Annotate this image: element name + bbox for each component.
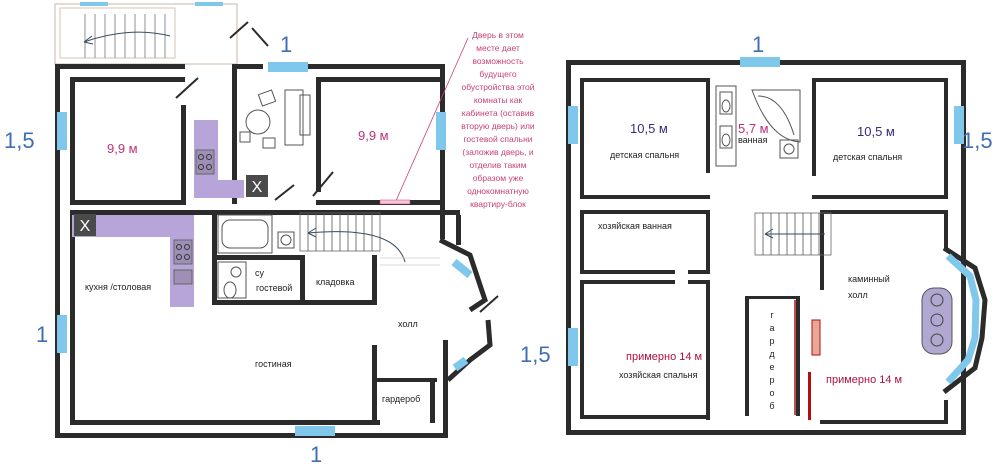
- room-area-label: 5,7 м: [738, 121, 769, 136]
- pantry-label: кладовка: [316, 277, 354, 287]
- room-area-label: 9,9 м: [107, 141, 138, 156]
- svg-text:а: а: [769, 323, 774, 333]
- svg-text:гостевой спальни: гостевой спальни: [463, 134, 532, 144]
- window: [80, 2, 108, 6]
- fireplace-bay: [921, 245, 988, 394]
- svg-text:обустройства этой: обустройства этой: [462, 82, 535, 92]
- bath-fixtures-2: [715, 85, 801, 167]
- kitchen-counter: X X: [72, 120, 268, 307]
- window: [568, 106, 578, 144]
- svg-text:месте дает: месте дает: [476, 43, 520, 53]
- dimension-label: 1,5: [520, 342, 551, 367]
- svg-text:кабинета (оставив: кабинета (оставив: [462, 108, 535, 118]
- window: [568, 328, 578, 366]
- bath-label: су: [255, 268, 265, 278]
- svg-text:(заложив дверь, и: (заложив дверь, и: [462, 147, 533, 157]
- fireplace-sofa: [921, 287, 953, 355]
- dimension-label: 1: [280, 32, 292, 57]
- svg-text:вторую дверь) или: вторую дверь) или: [461, 121, 535, 131]
- dimension-label: 1: [36, 322, 48, 347]
- svg-text:б: б: [769, 401, 774, 411]
- balcony-stairs: [84, 14, 166, 58]
- room-area-label: примерно 14 м: [826, 374, 902, 386]
- svg-text:Дверь в этом: Дверь в этом: [472, 30, 524, 40]
- balcony-area: [54, 2, 238, 65]
- window: [954, 106, 964, 144]
- living-room-label: гостиная: [255, 359, 292, 369]
- dimension-label: 1,5: [962, 128, 993, 153]
- svg-text:образом уже: образом уже: [473, 173, 524, 183]
- room-label: холл: [848, 290, 868, 300]
- bay-window-upper: [438, 237, 488, 313]
- room-label: детская спальня: [610, 150, 679, 160]
- room-label: хозяйская ванная: [598, 221, 672, 231]
- svg-text:е: е: [769, 362, 774, 372]
- wardrobe-label: гардероб: [382, 394, 420, 404]
- bath-fixtures: [217, 214, 295, 299]
- stair-arrow: [83, 31, 171, 43]
- svg-text:возможность: возможность: [472, 56, 524, 66]
- room-label: ванная: [738, 135, 768, 145]
- window: [295, 426, 335, 436]
- floor2-plan: 10,5 м детская спальня 5,7 м ванная 10,5…: [566, 57, 988, 435]
- wardrobe-vertical-label: г а р д е р о б: [769, 310, 775, 411]
- svg-text:отделив таким: отделив таким: [470, 160, 527, 170]
- floor2-walls: [566, 60, 966, 435]
- stair-arrow: [307, 231, 406, 263]
- dimension-label: 1,5: [4, 128, 35, 153]
- column-box: [74, 214, 96, 236]
- dining-table: [239, 89, 311, 149]
- svg-text:о: о: [769, 388, 774, 398]
- kitchen-label: кухня /столовая: [85, 282, 151, 292]
- room-area-label: 10,5 м: [630, 121, 668, 136]
- svg-text:р: р: [769, 336, 774, 346]
- design-note: Дверь в этом месте дает возможность буду…: [461, 30, 535, 209]
- floor1-walls: [55, 64, 461, 438]
- room-label: хозяйская спальня: [619, 370, 698, 380]
- hall-label: холл: [398, 319, 418, 329]
- window: [268, 62, 308, 72]
- floor1-plan: X X: [54, 2, 535, 438]
- dimension-label: 1: [310, 442, 322, 467]
- column-box: [246, 175, 268, 197]
- svg-text:будущего: будущего: [479, 69, 516, 79]
- bath-label: гостевой: [256, 283, 292, 293]
- svg-text:однокомнатную: однокомнатную: [467, 186, 529, 196]
- red-wall-mark: [811, 319, 821, 356]
- svg-text:г: г: [770, 310, 774, 320]
- window: [57, 112, 67, 150]
- room-area-label: 10,5 м: [857, 124, 895, 139]
- note-pointer: [394, 37, 469, 204]
- window: [195, 2, 223, 6]
- svg-text:квартиру-блок: квартиру-блок: [470, 199, 526, 209]
- x-mark: X: [252, 179, 263, 196]
- room-area-label: 9,9 м: [358, 128, 389, 143]
- room-label: детская спальня: [833, 152, 902, 162]
- svg-text:р: р: [769, 375, 774, 385]
- x-mark: X: [80, 218, 91, 235]
- svg-text:комнаты как: комнаты как: [474, 95, 523, 105]
- svg-text:д: д: [769, 349, 775, 359]
- room-label: каминный: [848, 274, 890, 284]
- window: [436, 112, 446, 150]
- window: [57, 315, 67, 353]
- bay-window-lower: [446, 319, 493, 382]
- door-lines: [175, 21, 499, 313]
- window: [740, 57, 780, 67]
- red-wall-mark: [808, 372, 811, 420]
- room-area-label: примерно 14 м: [626, 351, 702, 363]
- dimension-label: 1: [752, 32, 764, 57]
